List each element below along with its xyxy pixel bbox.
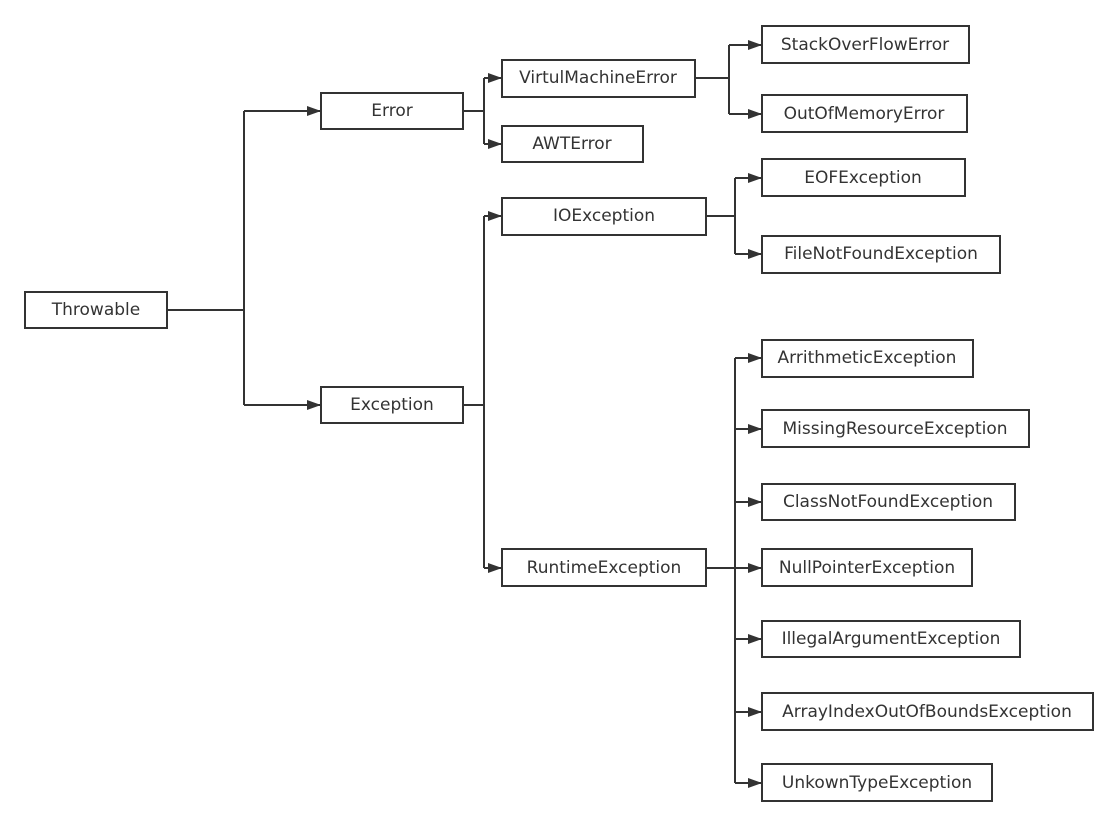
- node-eof-exception: EOFException: [761, 158, 966, 197]
- node-exception: Exception: [320, 386, 464, 424]
- node-null-pointer-exception: NullPointerException: [761, 548, 973, 587]
- node-label-exception: Exception: [350, 395, 434, 415]
- node-label-class-not-found-exception: ClassNotFoundException: [783, 492, 993, 512]
- node-label-awt-error: AWTError: [532, 134, 611, 154]
- node-awt-error: AWTError: [501, 125, 644, 163]
- node-label-null-pointer-exception: NullPointerException: [779, 558, 955, 578]
- node-out-of-memory-error: OutOfMemoryError: [761, 94, 968, 133]
- node-arithmetic-exception: ArrithmeticException: [761, 339, 974, 378]
- node-class-not-found-exception: ClassNotFoundException: [761, 483, 1016, 521]
- connector-vmerror-trunk: [695, 45, 730, 114]
- node-illegal-argument-exception: IllegalArgumentException: [761, 620, 1021, 658]
- node-unkown-type-exception: UnkownTypeException: [761, 763, 993, 802]
- node-label-runtime-exception: RuntimeException: [527, 558, 682, 578]
- node-label-array-index-out-of-bounds-exception: ArrayIndexOutOfBoundsException: [782, 702, 1072, 722]
- node-label-unkown-type-exception: UnkownTypeException: [782, 773, 972, 793]
- node-throwable: Throwable: [24, 291, 168, 329]
- node-missing-resource-exception: MissingResourceException: [761, 409, 1030, 448]
- node-error: Error: [320, 92, 464, 130]
- node-label-stack-overflow-error: StackOverFlowError: [781, 35, 949, 55]
- connector-error-trunk: [463, 78, 485, 144]
- node-label-arithmetic-exception: ArrithmeticException: [778, 348, 957, 368]
- connectors: [167, 40, 762, 788]
- node-label-file-not-found-exception: FileNotFoundException: [784, 244, 978, 264]
- node-label-throwable: Throwable: [51, 300, 140, 320]
- connector-throwable-trunk: [167, 111, 245, 405]
- connector-exception-trunk: [463, 216, 485, 568]
- node-virtual-machine-error: VirtulMachineError: [501, 59, 696, 98]
- connector-ioexception-trunk: [706, 178, 736, 254]
- node-io-exception: IOException: [501, 197, 707, 236]
- node-runtime-exception: RuntimeException: [501, 548, 707, 587]
- node-label-io-exception: IOException: [553, 206, 655, 226]
- node-file-not-found-exception: FileNotFoundException: [761, 235, 1001, 274]
- node-array-index-out-of-bounds-exception: ArrayIndexOutOfBoundsException: [761, 692, 1094, 731]
- node-label-eof-exception: EOFException: [804, 168, 922, 188]
- node-label-missing-resource-exception: MissingResourceException: [782, 419, 1007, 439]
- node-label-illegal-argument-exception: IllegalArgumentException: [782, 629, 1001, 649]
- node-label-out-of-memory-error: OutOfMemoryError: [784, 104, 945, 124]
- node-label-error: Error: [371, 101, 412, 121]
- connector-runtime-trunk: [706, 358, 736, 783]
- node-stack-overflow-error: StackOverFlowError: [761, 25, 970, 64]
- node-label-virtual-machine-error: VirtulMachineError: [519, 68, 677, 88]
